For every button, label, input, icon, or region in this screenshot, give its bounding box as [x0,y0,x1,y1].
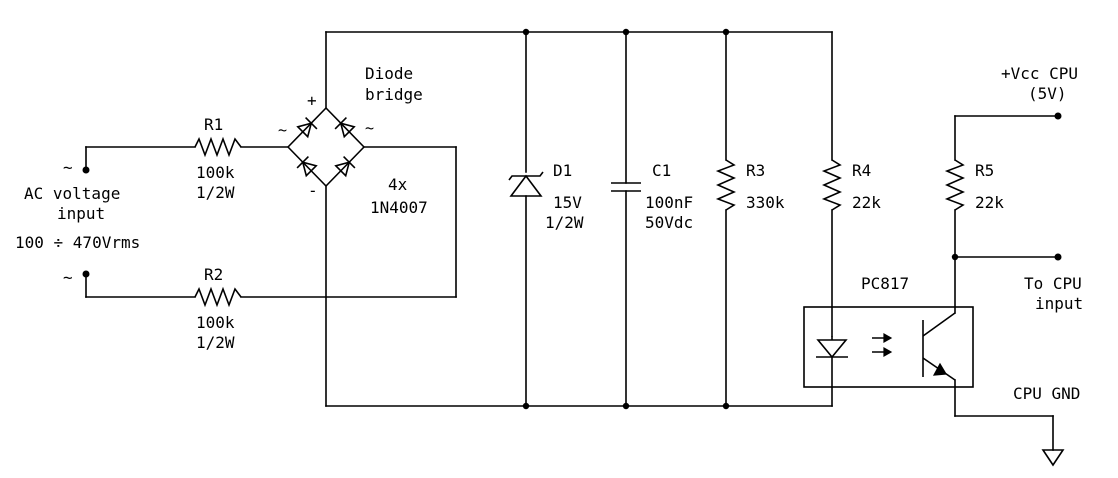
r1-ref-label: R1 [204,115,223,134]
vcc-cpu-voltage-label: (5V) [1028,84,1067,103]
junction-dot [622,28,630,36]
ac-input-tilde-bottom: ~ [63,268,73,287]
wires [85,31,1059,451]
resistor-r1-symbol [194,136,242,158]
r1-value-label: 100k [196,163,235,182]
cpu-gnd-label: CPU GND [1013,384,1080,403]
junction-dot [722,402,730,410]
junction-dot [622,402,630,410]
ac-input-voltage-range: 100 ÷ 470Vrms [15,233,140,252]
optocoupler-pc817-symbol [803,306,974,388]
cpu-input-terminal [1054,253,1062,261]
ac-input-tilde-top: ~ [63,158,73,177]
r2-value-label: 100k [196,313,235,332]
bridge-ac-left-tilde: ~ [278,121,287,139]
r2-ref-label: R2 [204,265,223,284]
junction-dot [522,28,530,36]
junctions [522,28,959,410]
cpu-input-label: To CPU [1024,274,1082,293]
bridge-plus-sign: + [307,91,317,110]
optocoupler-part-label: PC817 [861,274,909,293]
capacitor-c1-symbol [611,182,641,192]
r5-ref-label: R5 [975,161,994,180]
bridge-diode-icon [296,156,318,178]
vcc-cpu-terminal [1054,112,1062,120]
r1-power-label: 1/2W [196,183,235,202]
vcc-cpu-label: +Vcc CPU [1001,64,1078,83]
bridge-diode-icon [334,117,356,139]
terminals [82,112,1062,278]
junction-dot [722,28,730,36]
ac-input-terminal-bottom [82,270,90,278]
diode-bridge-symbol [287,107,365,187]
ac-input-label-line2: input [57,204,105,223]
zener-diode-d1-symbol [508,171,544,197]
c1-ref-label: C1 [652,161,671,180]
bridge-part-label: 1N4007 [370,198,428,217]
junction-dot [522,402,530,410]
ac-input-label: AC voltage [24,184,120,203]
resistor-r3-symbol [715,159,736,211]
light-arrow-icon [872,332,893,358]
resistor-r2-symbol [194,286,242,308]
bridge-title: Diode [365,64,413,83]
resistor-r5-symbol [944,159,965,211]
ground-icon [1041,449,1065,467]
bridge-ac-right-tilde: ~ [365,119,374,137]
bridge-title-line2: bridge [365,85,423,104]
c1-voltage-label: 50Vdc [645,213,693,232]
cpu-input-label-line2: input [1035,294,1083,313]
r3-ref-label: R3 [746,161,765,180]
bridge-count-label: 4x [388,175,408,194]
ac-input-terminal-top [82,166,90,174]
resistor-r4-symbol [821,159,842,211]
bridge-minus-sign: - [308,181,318,200]
d1-value-label: 15V [553,193,582,212]
r4-value-label: 22k [852,193,881,212]
bridge-diode-icon [334,156,356,178]
d1-ref-label: D1 [553,161,572,180]
r3-value-label: 330k [746,193,785,212]
c1-value-label: 100nF [645,193,693,212]
r4-ref-label: R4 [852,161,871,180]
bridge-diode-icon [296,117,318,139]
r2-power-label: 1/2W [196,333,235,352]
r5-value-label: 22k [975,193,1004,212]
junction-dot [951,253,959,261]
d1-power-label: 1/2W [545,213,584,232]
